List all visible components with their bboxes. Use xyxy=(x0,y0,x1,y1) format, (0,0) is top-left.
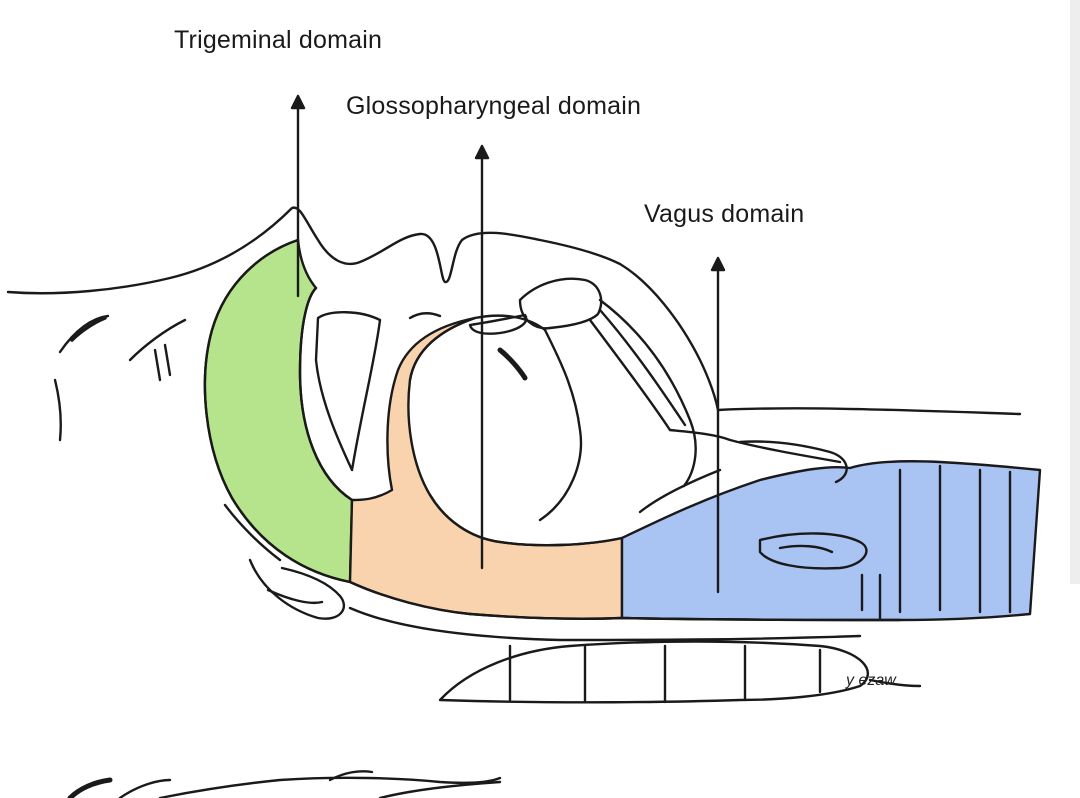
trigeminal-domain-label: Trigeminal domain xyxy=(174,26,383,54)
trigeminal-domain-region xyxy=(203,238,354,584)
glossopharyngeal-domain-label: Glossopharyngeal domain xyxy=(346,92,642,120)
glossopharyngeal-domain-region xyxy=(348,316,624,620)
nasal-features xyxy=(53,314,187,442)
vagus-domain-label: Vagus domain xyxy=(644,200,805,228)
trigeminal-arrow xyxy=(290,94,306,298)
artist-signature: y ezaw xyxy=(846,672,896,689)
glossopharyngeal-arrow xyxy=(474,144,490,570)
edge-strip xyxy=(1070,0,1080,584)
bottom-partial-shapes xyxy=(67,770,502,798)
head-outline xyxy=(6,206,1022,622)
vagus-arrow xyxy=(710,256,726,594)
lower-structures xyxy=(223,464,1012,704)
palate-and-tongue xyxy=(314,277,848,547)
